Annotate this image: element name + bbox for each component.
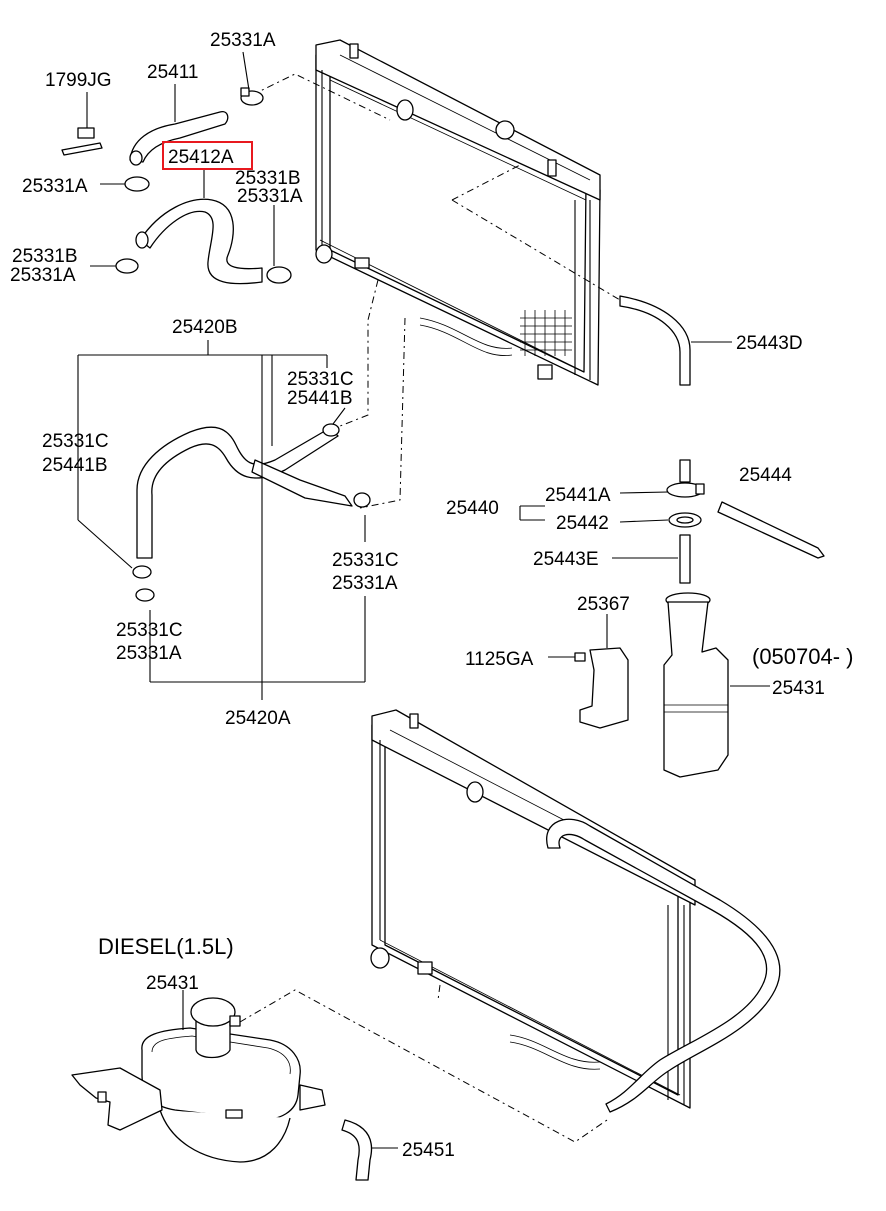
radiator-bottom (370, 709, 696, 1109)
label-25331c-l: 25331C (42, 431, 109, 452)
label-25441a: 25441A (545, 485, 611, 506)
label-25441b-l: 25441B (42, 455, 108, 476)
label-diesel: DIESEL(1.5L) (98, 934, 234, 959)
label-25331b-mid: 25331B (235, 168, 301, 189)
pipe-25443e (679, 534, 691, 584)
label-25331a-m: 25331A (332, 573, 398, 594)
label-25331a-left: 25331A (22, 176, 88, 197)
label-25412a[interactable]: 25412A (168, 147, 234, 168)
label-25442: 25442 (556, 513, 609, 534)
hose-25451 (341, 1119, 373, 1181)
bracket-25420b (77, 340, 328, 569)
label-25451: 25451 (402, 1140, 455, 1161)
reservoir-diesel (71, 997, 326, 1163)
label-25420b: 25420B (172, 317, 238, 338)
hose-25412a (135, 198, 263, 285)
label-25331c-r: 25331C (287, 369, 354, 390)
hose-25444 (717, 501, 825, 559)
bracket-25367 (548, 614, 629, 729)
label-25331a-left2: 25331A (10, 265, 76, 286)
reservoir-25431 (663, 592, 729, 778)
clamp-left (124, 176, 150, 192)
label-25420a: 25420A (225, 708, 291, 729)
label-25331a-b: 25331A (116, 643, 182, 664)
label-050704: (050704- ) (752, 644, 854, 669)
radiator-top (315, 39, 601, 386)
cap-25441a (666, 459, 705, 498)
label-25431-r: 25431 (772, 678, 825, 699)
hose-25411 (129, 111, 229, 166)
highlight-box-25412a (162, 141, 253, 170)
label-25331b-left: 25331B (12, 246, 78, 267)
label-25367: 25367 (577, 594, 630, 615)
label-25411: 25411 (147, 62, 198, 83)
clamp-top (240, 87, 264, 106)
gasket-25442 (668, 512, 702, 528)
label-1799jg: 1799JG (45, 70, 112, 91)
label-25440: 25440 (446, 498, 499, 519)
clamps-mid (132, 423, 371, 602)
label-25331a-top: 25331A (210, 30, 276, 51)
label-25443d: 25443D (736, 333, 803, 354)
label-25443e: 25443E (533, 549, 599, 570)
hose-25420 (136, 426, 353, 559)
label-25331c-m: 25331C (332, 550, 399, 571)
label-1125ga: 1125GA (465, 649, 534, 670)
label-25441b-r: 25441B (287, 388, 353, 409)
bracket-25420a (149, 355, 366, 700)
label-25431-b: 25431 (146, 973, 199, 994)
clamp-mid (266, 266, 292, 284)
label-25331c-b: 25331C (116, 620, 183, 641)
label-25331a-mid: 25331A (237, 186, 303, 207)
clip-1799jg (61, 127, 103, 156)
clamp-left2 (115, 258, 139, 274)
label-25444: 25444 (739, 465, 792, 486)
